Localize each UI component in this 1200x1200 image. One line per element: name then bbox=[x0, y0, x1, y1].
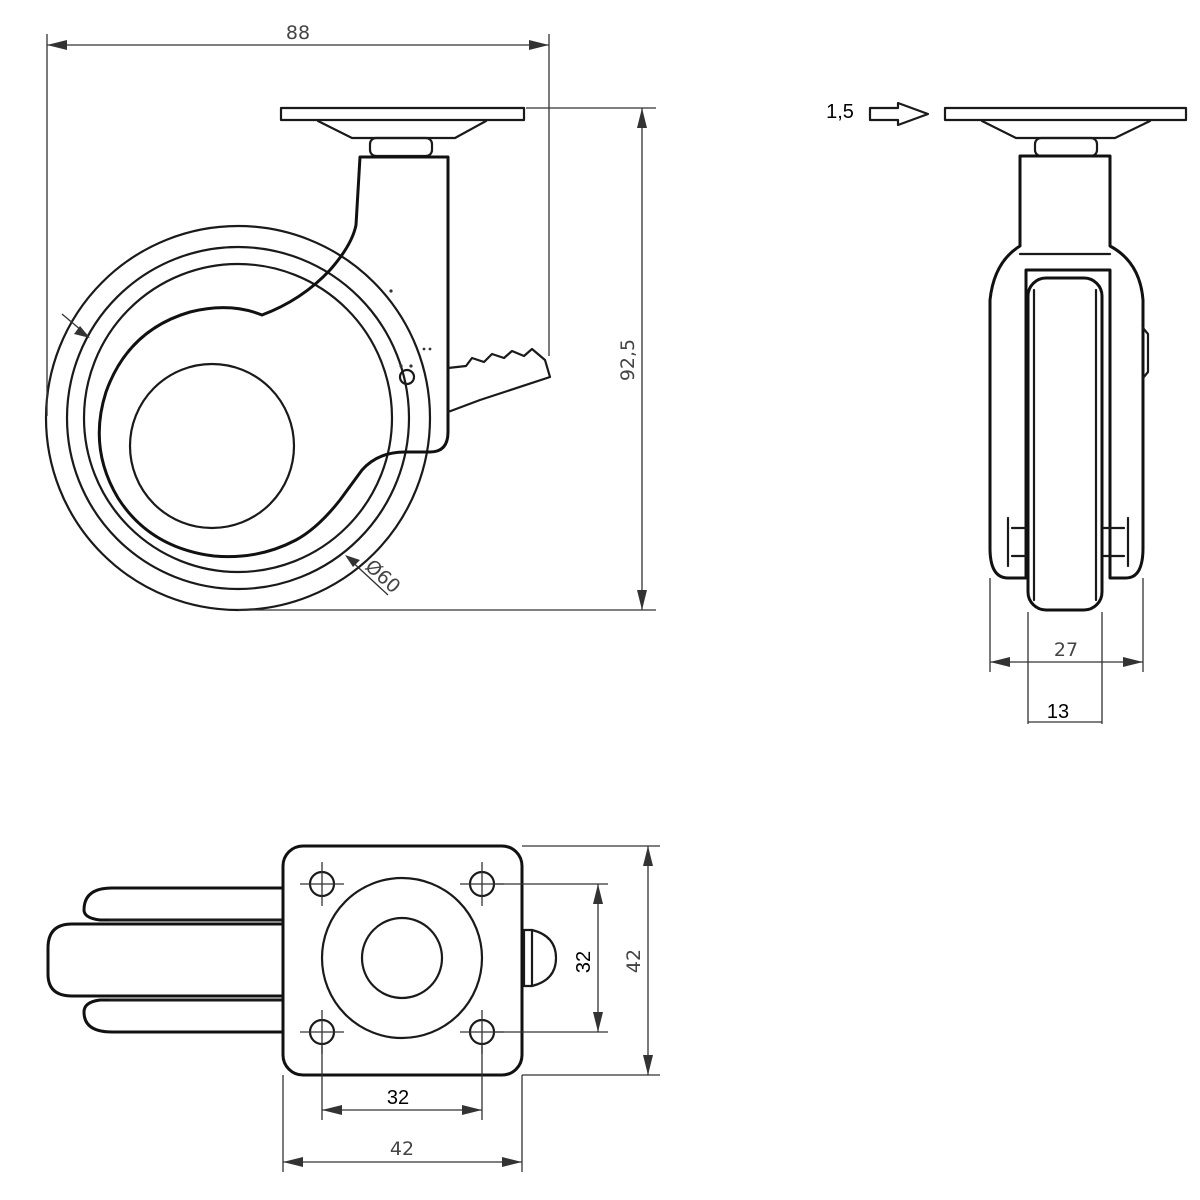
dim-wheel-width-label: 13 bbox=[1047, 701, 1069, 723]
front-view: 1,5 27 13 bbox=[826, 101, 1188, 724]
plate-thickness-arrow: 1,5 bbox=[826, 101, 930, 127]
front-wheel bbox=[1006, 276, 1130, 612]
side-view: 88 92,5 Ø60 bbox=[44, 22, 656, 612]
dim-plate-thickness-label: 1,5 bbox=[826, 101, 854, 123]
dim-overall-width: 88 bbox=[46, 22, 550, 416]
dim-plate-size-horizontal: 42 bbox=[282, 1075, 523, 1172]
side-fork-housing bbox=[97, 155, 450, 559]
dim-overall-height: 92,5 bbox=[238, 107, 656, 611]
top-wheel-fork bbox=[46, 886, 284, 1034]
dim-fork-width: 27 bbox=[989, 578, 1144, 672]
tread-pointer-arrow bbox=[61, 313, 90, 338]
dim-fork-width-label: 27 bbox=[1054, 639, 1078, 661]
dim-plate-size-vertical: 42 bbox=[522, 845, 660, 1076]
top-view: 32 42 32 42 bbox=[46, 844, 660, 1172]
side-brake-lever bbox=[389, 289, 552, 414]
dim-hole-spacing-horizontal: 32 bbox=[321, 1044, 483, 1120]
dim-hole-spacing-vertical: 32 bbox=[494, 883, 608, 1033]
front-fork bbox=[988, 154, 1145, 580]
dim-hole-spacing-horizontal-label: 32 bbox=[387, 1087, 409, 1109]
dim-overall-width-label: 88 bbox=[286, 22, 310, 44]
dim-hole-spacing-vertical-label: 32 bbox=[573, 951, 595, 973]
dim-wheel-width: 13 bbox=[1027, 612, 1103, 724]
dim-overall-height-label: 92,5 bbox=[617, 339, 639, 381]
side-top-plate bbox=[279, 106, 526, 158]
dim-plate-size-horizontal-label: 42 bbox=[390, 1138, 414, 1160]
dim-plate-size-vertical-label: 42 bbox=[623, 949, 645, 973]
